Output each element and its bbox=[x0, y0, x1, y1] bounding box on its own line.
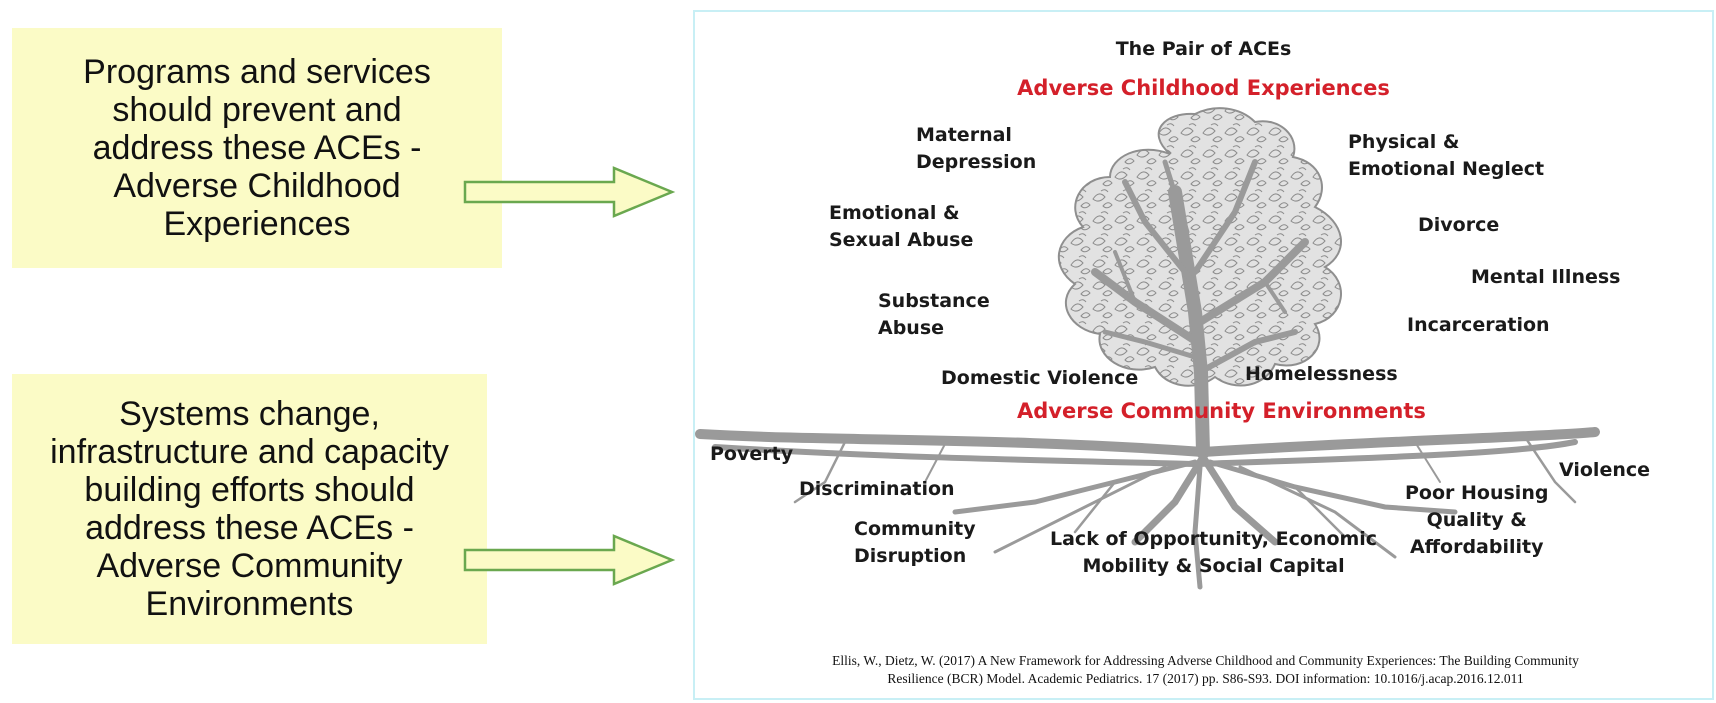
label-domestic-violence: Domestic Violence bbox=[941, 367, 1139, 389]
label-poverty: Poverty bbox=[710, 443, 794, 465]
childhood-heading: Adverse Childhood Experiences bbox=[1017, 76, 1390, 100]
label-community-disruption: Community Disruption bbox=[854, 518, 976, 567]
callout-line: should prevent and bbox=[112, 91, 402, 129]
callout-line: Systems change, bbox=[119, 395, 380, 433]
label-mental-illness: Mental Illness bbox=[1471, 266, 1621, 288]
arrow-right-icon bbox=[463, 534, 676, 586]
callout-line: building efforts should bbox=[84, 471, 415, 509]
label-emotional-sexual-abuse: Emotional & Sexual Abuse bbox=[829, 202, 974, 251]
callout-line: Experiences bbox=[163, 205, 351, 243]
label-physical-emotional-neglect: Physical & Emotional Neglect bbox=[1348, 131, 1545, 180]
label-maternal-depression: Maternal Depression bbox=[916, 124, 1037, 173]
tree-illustration bbox=[695, 107, 1600, 590]
callout-line: address these ACEs - bbox=[85, 509, 414, 547]
label-substance-abuse: Substance Abuse bbox=[878, 290, 990, 339]
callout-systems-change: Systems change, infrastructure and capac… bbox=[12, 374, 487, 644]
citation: Ellis, W., Dietz, W. (2017) A New Framew… bbox=[695, 652, 1716, 688]
label-divorce: Divorce bbox=[1418, 214, 1500, 236]
callout-programs-services: Programs and services should prevent and… bbox=[12, 28, 502, 268]
callout-line: address these ACEs - bbox=[92, 129, 422, 167]
citation-line: Resilience (BCR) Model. Academic Pediatr… bbox=[887, 671, 1524, 686]
label-lack-of-opportunity: Lack of Opportunity, Economic Mobility &… bbox=[1050, 528, 1378, 577]
callout-line: Adverse Community bbox=[96, 547, 403, 585]
pair-of-aces-diagram: The Pair of ACEs Adverse Childhood Exper… bbox=[693, 10, 1714, 700]
tree-branches bbox=[1091, 159, 1309, 459]
callout-line: Programs and services bbox=[83, 53, 431, 91]
citation-line: Ellis, W., Dietz, W. (2017) A New Framew… bbox=[832, 653, 1579, 668]
callout-line: infrastructure and capacity bbox=[50, 433, 449, 471]
tree-canopy bbox=[1057, 107, 1342, 387]
label-poor-housing: Poor Housing Quality & Affordability bbox=[1405, 482, 1549, 558]
label-discrimination: Discrimination bbox=[799, 478, 955, 500]
label-homelessness: Homelessness bbox=[1245, 363, 1398, 385]
callout-line: Adverse Childhood bbox=[113, 167, 401, 205]
callout-line: Environments bbox=[145, 585, 354, 623]
label-violence: Violence bbox=[1559, 459, 1651, 481]
diagram-title: The Pair of ACEs bbox=[1115, 38, 1292, 60]
arrow-right-icon bbox=[463, 166, 676, 218]
tree-roots bbox=[695, 427, 1600, 590]
label-incarceration: Incarceration bbox=[1407, 314, 1550, 336]
community-heading: Adverse Community Environments bbox=[1017, 399, 1426, 423]
